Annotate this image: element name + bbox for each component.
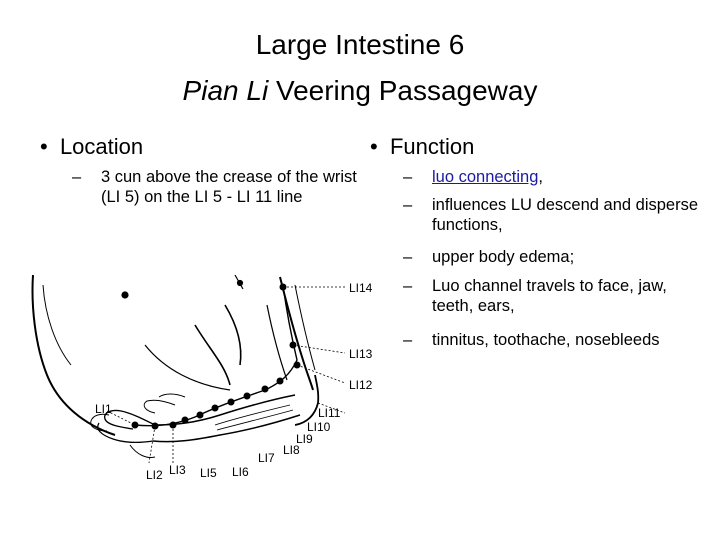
function-item-4: – tinnitus, toothache, nosebleeds bbox=[403, 330, 703, 350]
slide-title: Large Intestine 6 bbox=[255, 29, 465, 60]
dash-marker: – bbox=[403, 331, 413, 349]
function-item-text: tinnitus, toothache, nosebleeds bbox=[432, 331, 660, 349]
location-heading: • Location bbox=[40, 134, 143, 160]
dash-marker: – bbox=[403, 168, 413, 186]
label-li9: LI9 bbox=[296, 432, 313, 446]
bullet-dot: • bbox=[40, 134, 60, 159]
function-item-3: – Luo channel travels to face, jaw, teet… bbox=[403, 276, 703, 316]
slide-subtitle: Pian Li Veering Passageway bbox=[0, 74, 720, 108]
label-li12: LI12 bbox=[349, 378, 373, 392]
label-li14: LI14 bbox=[349, 281, 373, 295]
function-heading-text: Function bbox=[389, 134, 475, 159]
label-li5: LI5 bbox=[200, 466, 217, 480]
function-heading: • Function bbox=[370, 134, 474, 160]
label-li7: LI7 bbox=[258, 451, 275, 465]
point-name-italic: Pian Li bbox=[182, 75, 269, 106]
location-item-text: 3 cun above the crease of the wrist (LI … bbox=[101, 168, 357, 206]
function-item-text: influences LU descend and disperse funct… bbox=[432, 196, 699, 234]
label-li1: LI1 bbox=[95, 402, 112, 416]
label-li11: LI11 bbox=[318, 406, 341, 420]
dash-marker: – bbox=[403, 196, 413, 214]
label-li13: LI13 bbox=[349, 347, 373, 361]
bullet-dot: • bbox=[370, 134, 390, 159]
function-item-text: Luo channel travels to face, jaw, teeth,… bbox=[432, 277, 667, 315]
label-li3: LI3 bbox=[169, 463, 186, 477]
label-li6: LI6 bbox=[232, 465, 249, 479]
dash-marker: – bbox=[403, 277, 413, 295]
label-li10: LI10 bbox=[307, 420, 331, 434]
function-item-1: – influences LU descend and disperse fun… bbox=[403, 195, 703, 235]
dash-marker: – bbox=[403, 248, 413, 266]
function-item-2: – upper body edema; bbox=[403, 247, 703, 267]
link-suffix: , bbox=[538, 168, 544, 186]
luo-connecting-link[interactable]: luo connecting bbox=[432, 168, 539, 186]
location-heading-text: Location bbox=[59, 134, 144, 159]
function-item-text: upper body edema; bbox=[432, 248, 575, 266]
point-name-rest: Veering Passageway bbox=[268, 75, 538, 106]
location-item: – 3 cun above the crease of the wrist (L… bbox=[72, 167, 372, 207]
function-item-0: – luo connecting, bbox=[403, 167, 703, 187]
dash-marker: – bbox=[72, 168, 82, 186]
label-li2: LI2 bbox=[146, 468, 163, 482]
label-li8: LI8 bbox=[283, 443, 300, 457]
arm-meridian-figure: LI14 LI13 LI12 LI11 LI10 LI9 LI8 LI7 LI6… bbox=[31, 274, 373, 482]
